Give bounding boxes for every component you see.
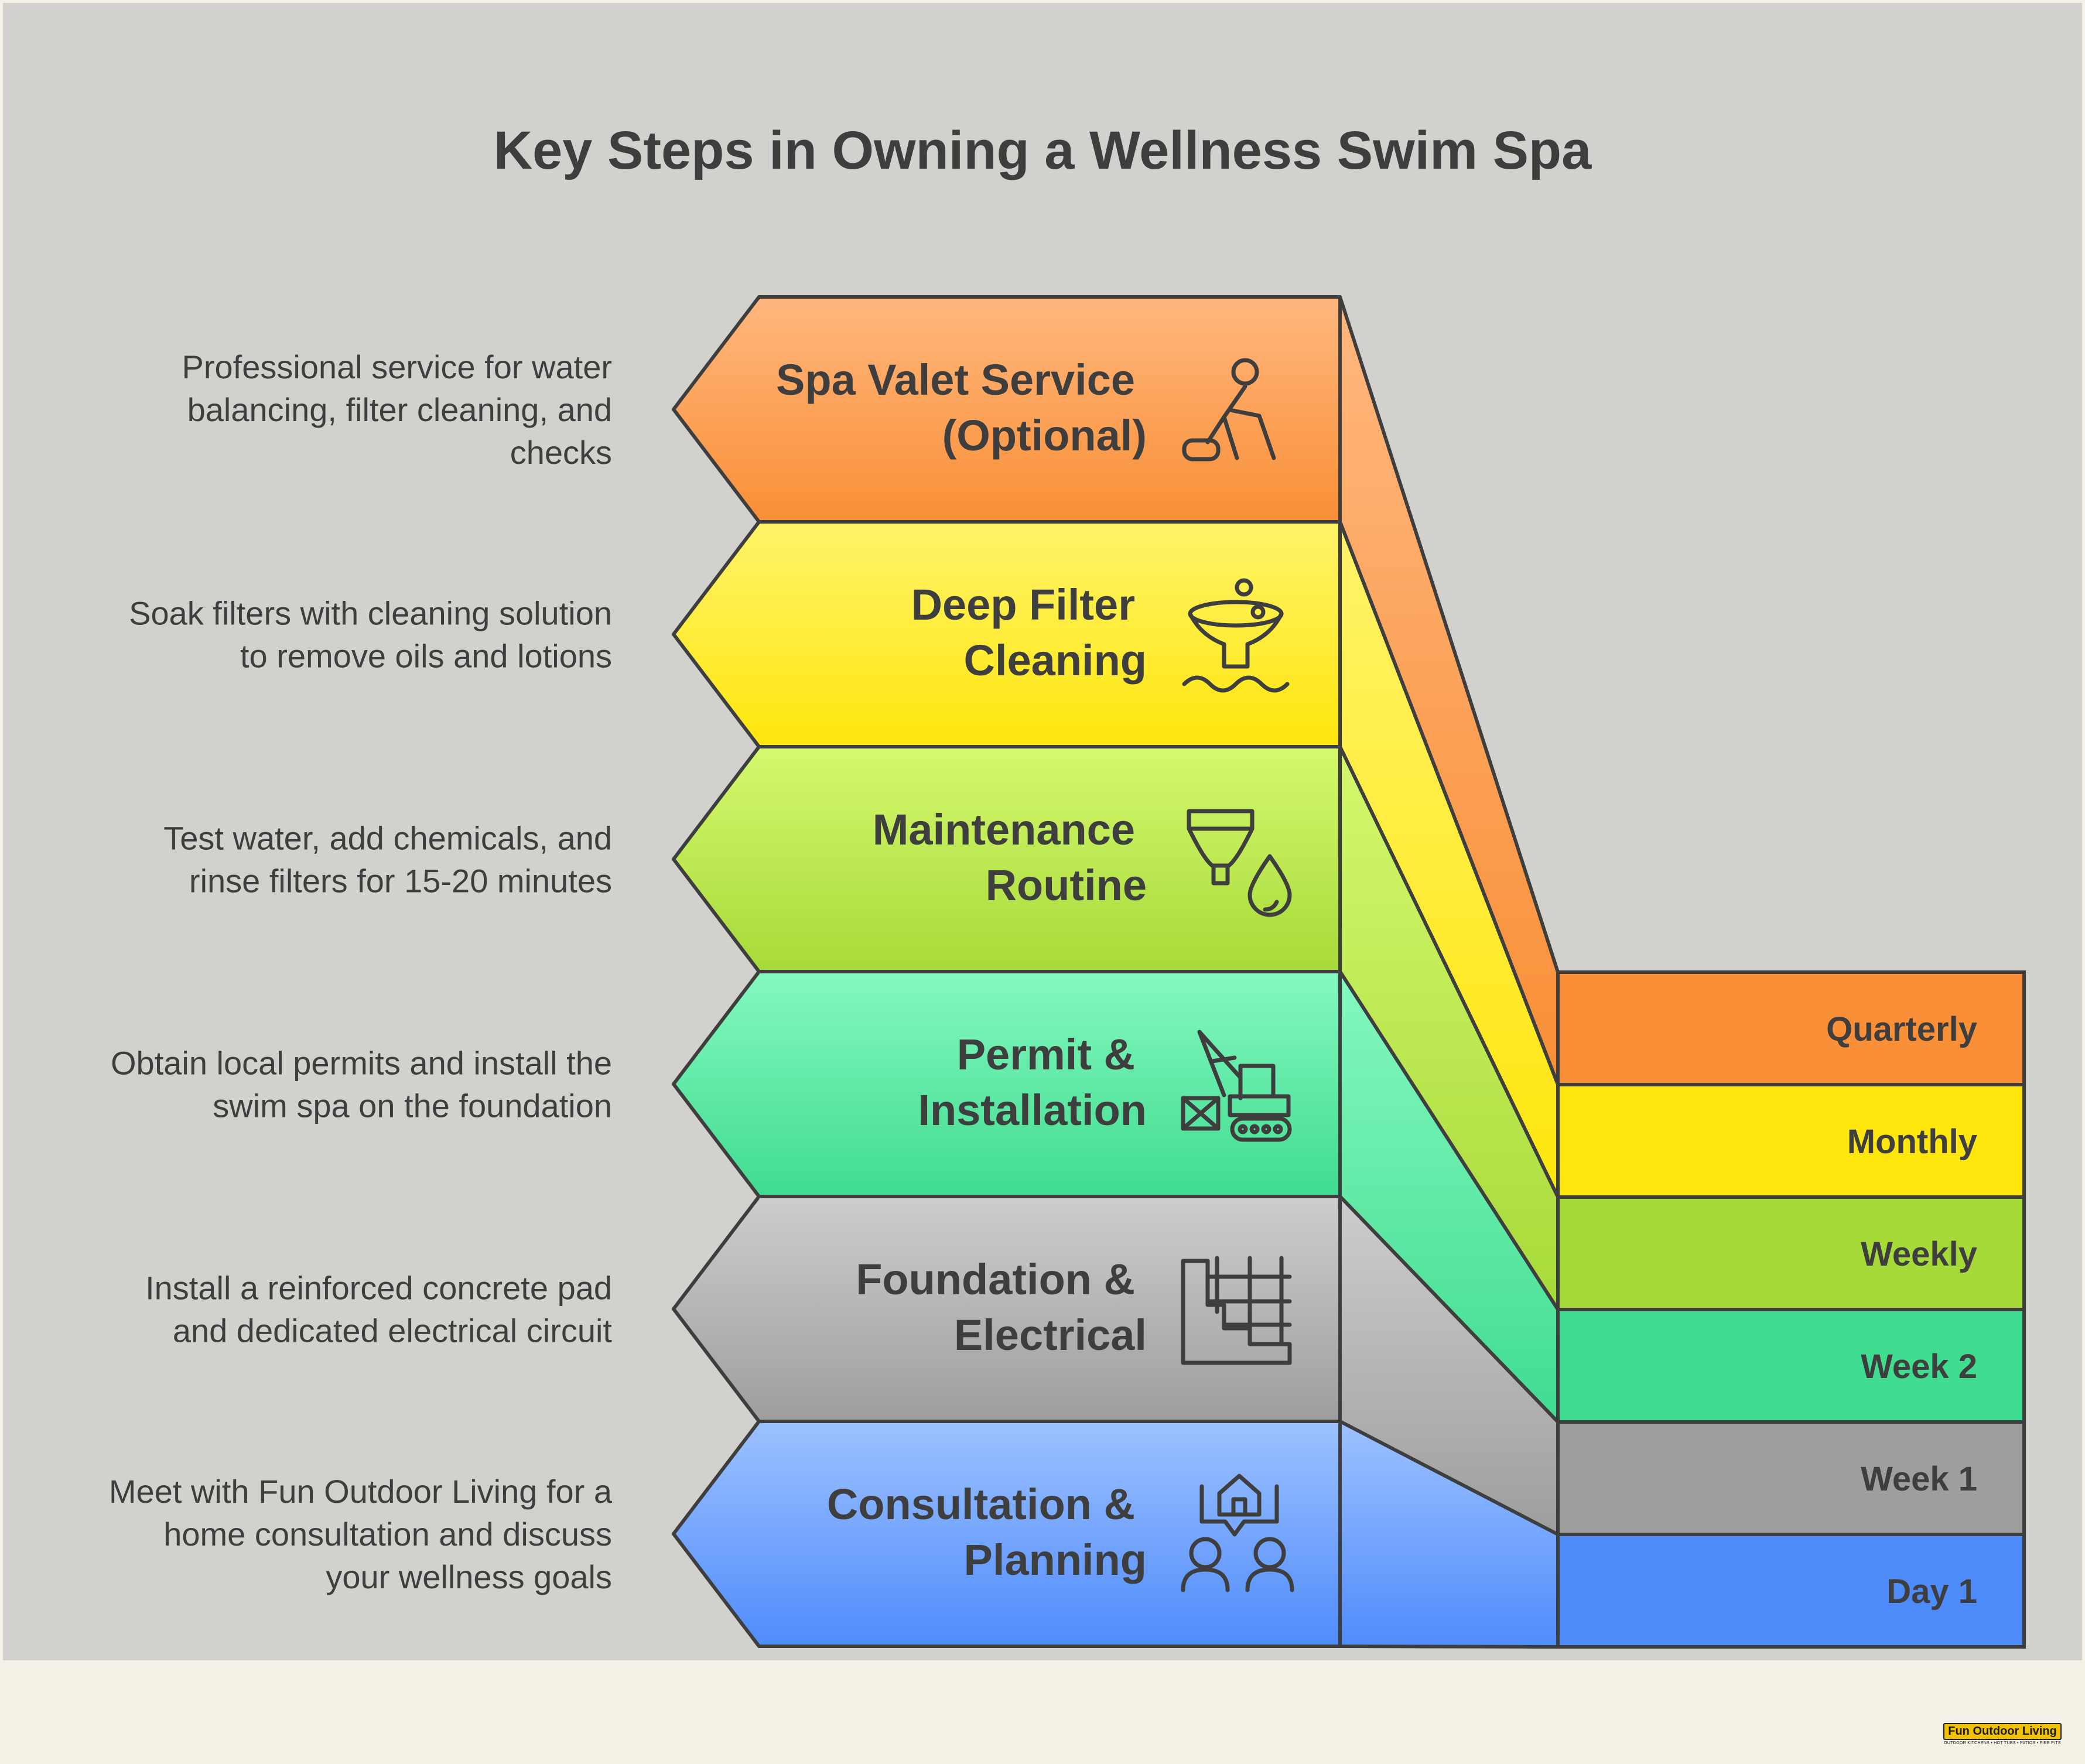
description-column: Professional service for water balancing,… bbox=[109, 348, 613, 1595]
crane-excavator-icon bbox=[1181, 1030, 1292, 1142]
step-description-line: checks bbox=[510, 434, 612, 471]
step-description-line: Test water, add chemicals, and bbox=[163, 820, 612, 857]
step-title-line: Consultation & bbox=[827, 1480, 1135, 1529]
timeline-label: Day 1 bbox=[1886, 1572, 1977, 1611]
filter-drop-icon bbox=[1187, 809, 1292, 917]
timeline-label: Monthly bbox=[1847, 1123, 1977, 1161]
timeline-label: Week 2 bbox=[1861, 1348, 1977, 1386]
step-description-line: rinse filters for 15-20 minutes bbox=[189, 863, 612, 900]
step-description-line: and dedicated electrical circuit bbox=[173, 1312, 613, 1349]
worker-cleaning-icon bbox=[1182, 358, 1276, 461]
timeline-label: Quarterly bbox=[1826, 1010, 1977, 1048]
step-title-line: Cleaning bbox=[964, 636, 1147, 685]
timeline-box bbox=[1556, 1420, 2026, 1536]
step-description-line: to remove oils and lotions bbox=[240, 638, 612, 675]
step-description-line: Professional service for water bbox=[182, 348, 612, 385]
consultation-people-icon bbox=[1181, 1474, 1294, 1592]
brand-logo: Fun Outdoor Living OUTDOOR KITCHENS • HO… bbox=[1937, 1723, 2067, 1746]
timeline-box bbox=[1556, 1195, 2026, 1311]
page-title: Key Steps in Owning a Wellness Swim Spa bbox=[494, 121, 1592, 180]
logo-name: Fun Outdoor Living bbox=[1943, 1723, 2062, 1740]
timeline-box bbox=[1556, 1533, 2026, 1649]
timeline-box bbox=[1556, 970, 2026, 1086]
logo-tagline: OUTDOOR KITCHENS • HOT TUBS • PATIOS • F… bbox=[1944, 1741, 2061, 1745]
step-description-line: Soak filters with cleaning solution bbox=[129, 595, 612, 632]
step-description-line: Obtain local permits and install the bbox=[111, 1045, 612, 1082]
steps-stack: Spa Valet Service (Optional) Deep FilterCl… bbox=[672, 295, 1342, 1648]
timeline-label: Weekly bbox=[1861, 1235, 1977, 1273]
filter-bowl-water-icon bbox=[1182, 578, 1290, 693]
step-title-line: Planning bbox=[964, 1536, 1147, 1584]
step-title-line: Spa Valet Service bbox=[776, 355, 1135, 404]
step-title-line: Installation bbox=[918, 1086, 1147, 1134]
timeline-box bbox=[1556, 1083, 2026, 1199]
step-title-line: Foundation & bbox=[856, 1255, 1135, 1304]
timeline-box bbox=[1556, 1308, 2026, 1424]
step-description-line: Install a reinforced concrete pad bbox=[145, 1270, 612, 1307]
step-title-line: Permit & bbox=[957, 1030, 1135, 1079]
step-arrow bbox=[672, 745, 1342, 973]
step-arrow bbox=[672, 520, 1342, 748]
step-title-line: Deep Filter bbox=[911, 580, 1135, 629]
step-title-line: Routine bbox=[986, 861, 1147, 910]
timeline-label: Week 1 bbox=[1861, 1460, 1977, 1498]
step-arrow bbox=[672, 295, 1342, 524]
step-description-line: your wellness goals bbox=[326, 1558, 612, 1595]
step-arrow bbox=[672, 1195, 1342, 1423]
foundation-grid-icon bbox=[1181, 1256, 1292, 1365]
step-arrow bbox=[672, 1420, 1342, 1648]
step-arrow bbox=[672, 970, 1342, 1198]
step-title-line: (Optional) bbox=[942, 411, 1147, 460]
step-description-line: Meet with Fun Outdoor Living for a bbox=[109, 1473, 613, 1510]
step-title-line: Maintenance bbox=[873, 805, 1135, 854]
step-title-line: Electrical bbox=[954, 1311, 1147, 1359]
step-description-line: home consultation and discuss bbox=[163, 1516, 612, 1553]
step-description-line: balancing, filter cleaning, and bbox=[187, 391, 612, 428]
step-description-line: swim spa on the foundation bbox=[213, 1088, 612, 1124]
